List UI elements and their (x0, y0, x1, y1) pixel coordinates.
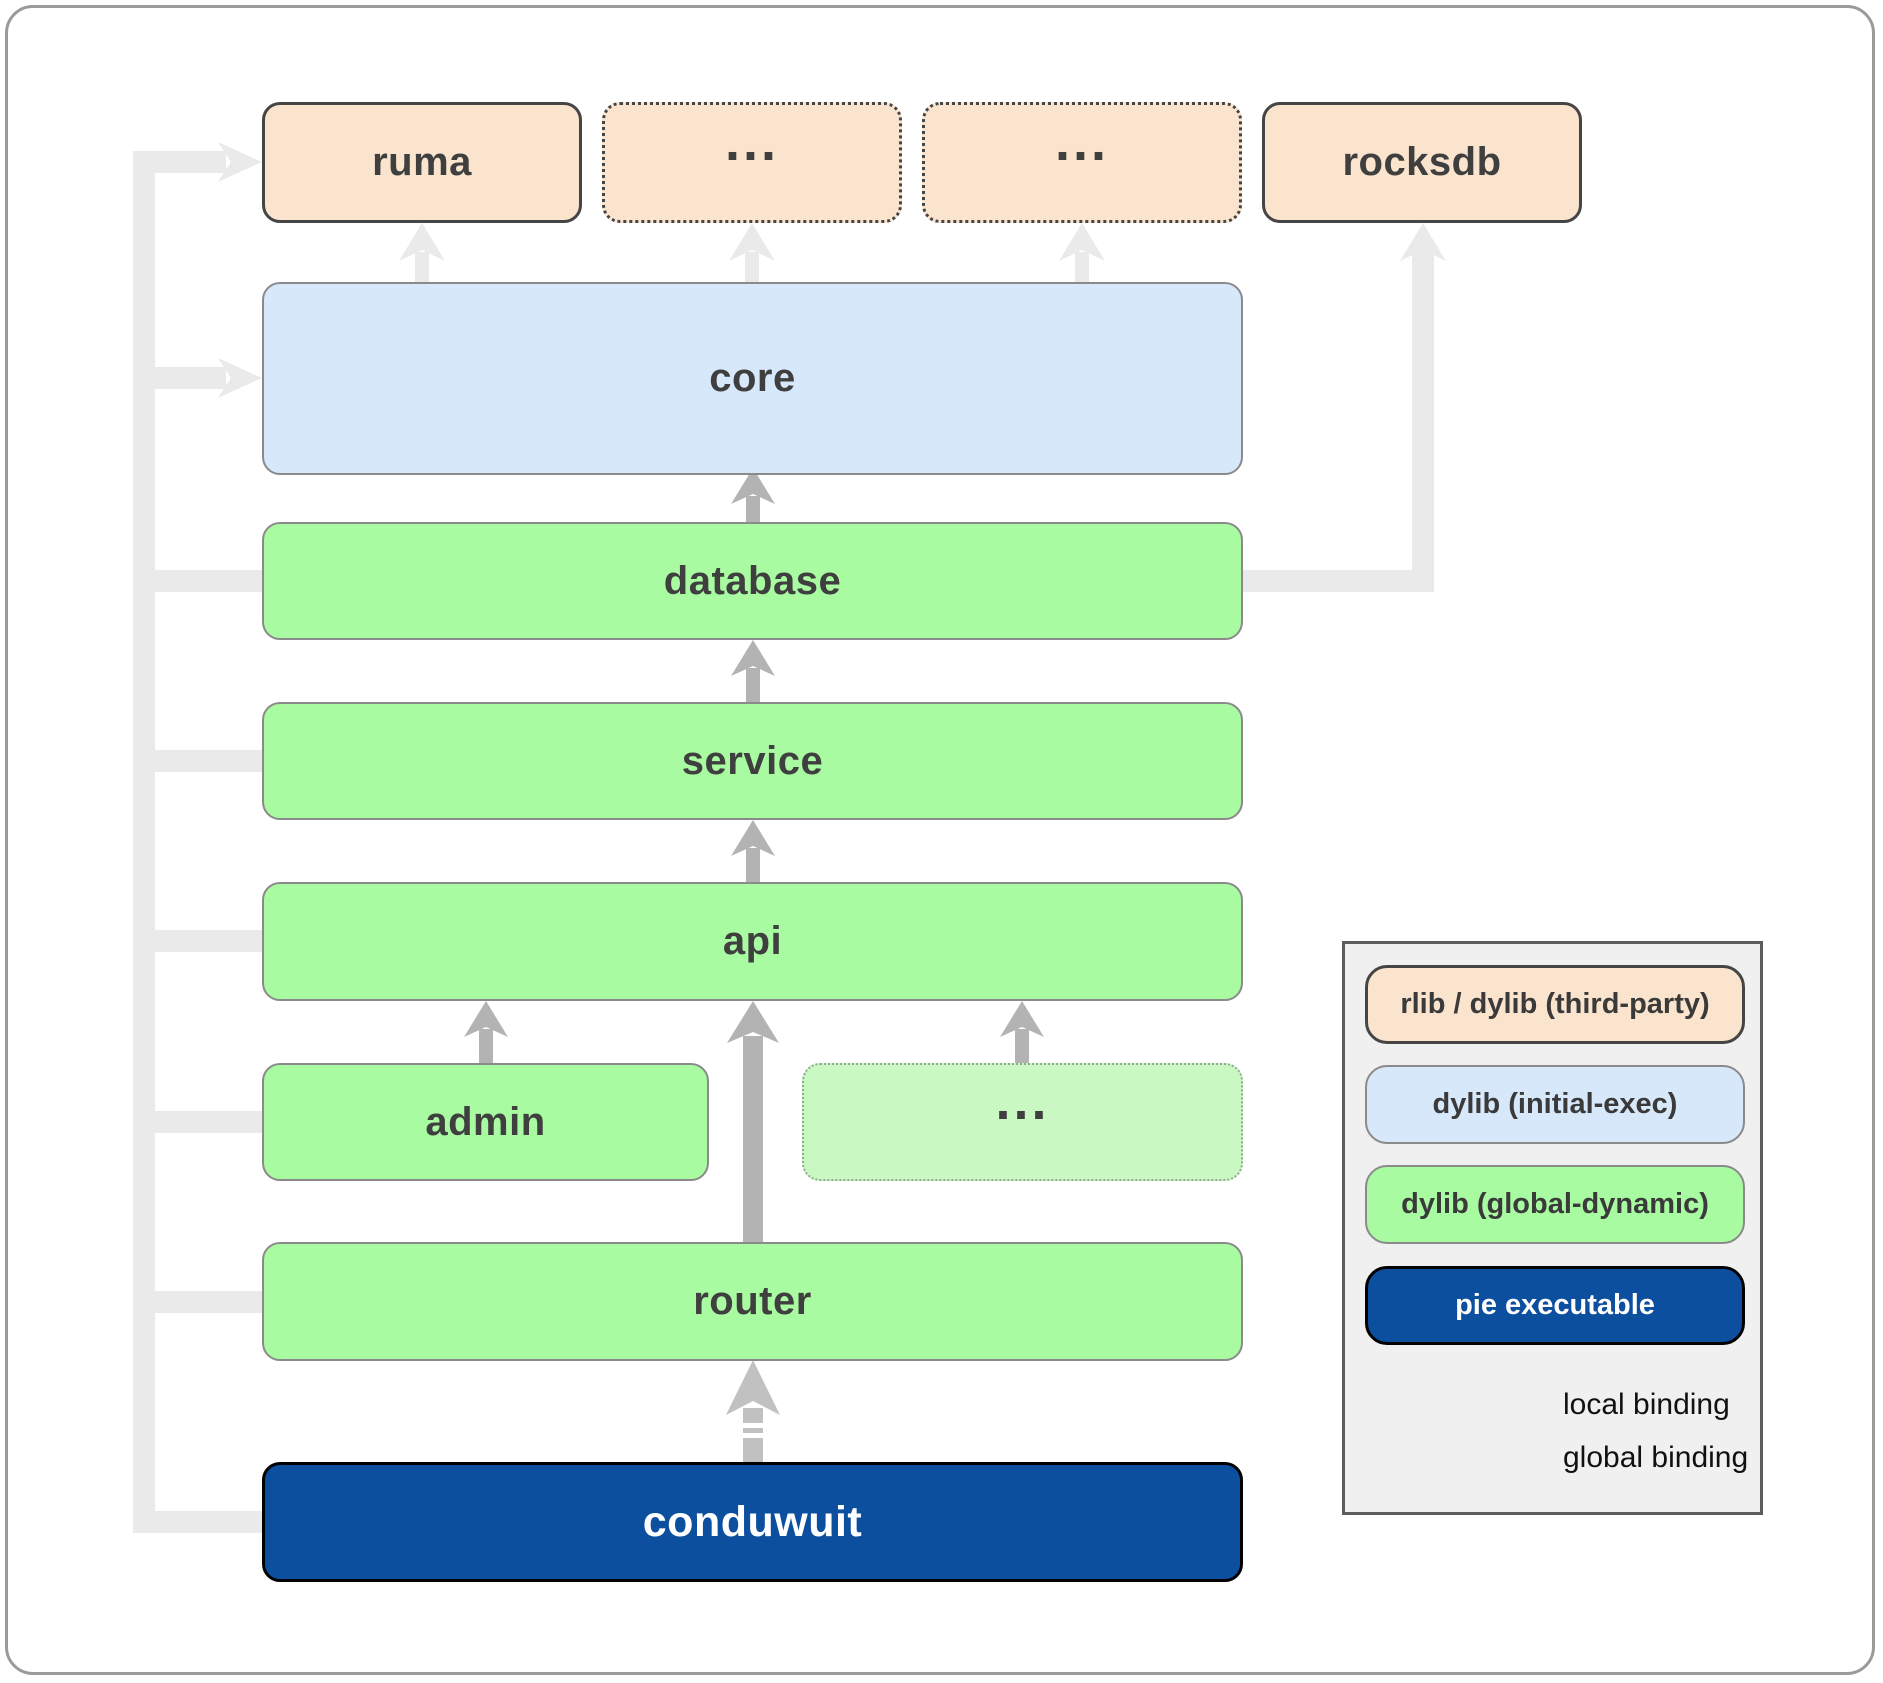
local-binding-arrowhead-icon (726, 1360, 780, 1415)
arrow-database-to-core-icon (731, 468, 775, 504)
node-label: admin (425, 1099, 546, 1144)
node-label: ... (724, 111, 779, 172)
legend-item-pie-executable: pie executable (1365, 1266, 1745, 1345)
node-label: ruma (372, 140, 472, 184)
node-label: api (722, 919, 783, 963)
node-dylib-ellipsis: ... (802, 1063, 1243, 1181)
node-rocksdb: rocksdb (1262, 102, 1582, 223)
node-label: router (693, 1279, 812, 1323)
legend-item-label: rlib / dylib (third-party) (1400, 988, 1710, 1020)
arrow-core-to-ruma-icon (399, 223, 445, 261)
arrow-conduwuit-to-router-local-binding (726, 1360, 780, 1462)
node-label: database (663, 558, 842, 603)
arrowhead-to-ruma-icon (218, 142, 262, 182)
node-thirdparty-ellipsis-1: ... (602, 102, 902, 223)
arrow-to-rocksdb-icon (1400, 223, 1446, 261)
arrow-core-to-ellipsis2-icon (1059, 223, 1105, 261)
legend-item-label: pie executable (1455, 1289, 1655, 1321)
node-thirdparty-ellipsis-2: ... (922, 102, 1242, 223)
legend-global-binding-label: global binding (1563, 1441, 1749, 1474)
core-to-thirdparty-arrows (399, 223, 1105, 282)
node-api: api (262, 882, 1243, 1001)
node-router: router (262, 1242, 1243, 1361)
executable-global-binding-trunk (133, 142, 262, 1533)
node-conduwuit: conduwuit (262, 1462, 1243, 1582)
legend-item-thirdparty: rlib / dylib (third-party) (1365, 965, 1745, 1044)
diagram-frame (5, 5, 1875, 1675)
legend-item-initial-exec: dylib (initial-exec) (1365, 1065, 1745, 1144)
node-database: database (262, 522, 1243, 640)
layer-binding-arrows (464, 468, 1044, 1242)
database-to-rocksdb-connector (1243, 223, 1446, 592)
legend-item-global-dynamic: dylib (global-dynamic) (1365, 1165, 1745, 1244)
node-label: conduwuit (642, 1497, 863, 1546)
node-label: rocksdb (1342, 140, 1502, 184)
node-service: service (262, 702, 1243, 820)
arrowhead-to-core-icon (218, 358, 262, 398)
node-label: core (709, 356, 796, 400)
node-ruma: ruma (262, 102, 582, 223)
node-label: ... (1054, 111, 1109, 172)
legend-item-label: dylib (initial-exec) (1432, 1088, 1678, 1120)
node-label: service (681, 738, 824, 783)
node-admin: admin (262, 1063, 709, 1181)
legend-local-binding-label: local binding (1563, 1388, 1730, 1421)
arrow-core-to-ellipsis1-icon (729, 223, 775, 261)
arrow-router-to-api-icon (727, 1001, 779, 1043)
legend: rlib / dylib (third-party) dylib (initia… (1342, 941, 1763, 1515)
node-label: ... (995, 1070, 1050, 1131)
legend-item-label: dylib (global-dynamic) (1401, 1188, 1709, 1220)
arrow-service-to-database-icon (731, 640, 775, 676)
arrow-ellipsis3-to-api-icon (1000, 1001, 1044, 1037)
arrow-admin-to-api-icon (464, 1001, 508, 1037)
node-core: core (262, 282, 1243, 475)
arrow-api-to-service-icon (731, 820, 775, 856)
